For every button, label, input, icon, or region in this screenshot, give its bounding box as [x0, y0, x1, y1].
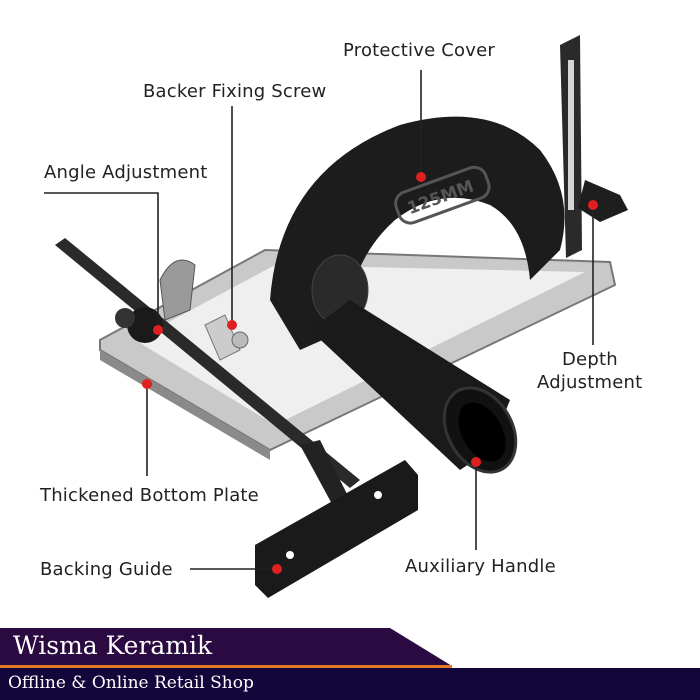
brand-banner [0, 628, 452, 666]
marker-angle-adjustment [153, 325, 163, 335]
tagline-banner [0, 668, 700, 700]
label-protective-cover: Protective Cover [343, 40, 495, 61]
auxiliary-handle [310, 300, 518, 474]
label-backing-guide: Backing Guide [40, 559, 173, 580]
label-auxiliary-handle: Auxiliary Handle [405, 556, 556, 577]
leader-lines [44, 70, 594, 570]
angle-adjustment [115, 259, 196, 343]
label-angle-adjustment: Angle Adjustment [44, 162, 208, 183]
label-thickened-bottom-plate: Thickened Bottom Plate [40, 485, 259, 506]
marker-bottom-plate [142, 379, 152, 389]
ruler [55, 238, 360, 488]
marker-auxiliary-handle [471, 457, 481, 467]
marker-depth-adjustment [588, 200, 598, 210]
marker-backer-fixing-screw [227, 320, 237, 330]
depth-adjustment-bar [560, 35, 628, 258]
label-backer-fixing-screw: Backer Fixing Screw [143, 81, 327, 102]
label-depth-adjustment-line1: Depth [562, 349, 618, 370]
accent-divider [0, 665, 452, 668]
marker-protective-cover [416, 172, 426, 182]
brand-name: Wisma Keramik [13, 631, 213, 660]
brand-tagline: Offline & Online Retail Shop [8, 673, 254, 693]
marker-dots [142, 172, 598, 574]
backing-guide [255, 440, 418, 598]
backer-fixing-screw [204, 314, 249, 361]
label-depth-adjustment-line2: Adjustment [537, 372, 643, 393]
marker-backing-guide [272, 564, 282, 574]
